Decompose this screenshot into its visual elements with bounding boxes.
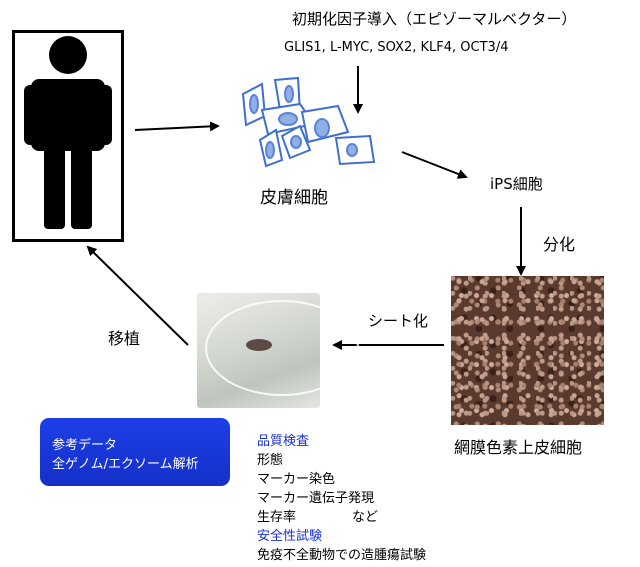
sheet-label: シート化 — [368, 312, 429, 330]
quality-heading: 品質検査 — [257, 434, 310, 449]
reference-title: 参考データ — [52, 438, 118, 453]
arrow-person-to-skin — [134, 121, 220, 132]
factors-title: 初期化因子導入（エピゾーマルベクター） — [292, 10, 577, 28]
cell-sheet-tissue — [246, 339, 272, 351]
arrow-skin-to-ips — [401, 151, 468, 179]
rpe-cells-photo — [451, 276, 604, 425]
skin-cells-label: 皮膚細胞 — [260, 188, 328, 208]
safety-heading: 安全性試験 — [257, 529, 323, 544]
quality-item-survival: 生存率 — [257, 510, 297, 525]
quality-item: マーカー遺伝子発現 — [257, 491, 375, 506]
quality-item: 形態 — [257, 453, 284, 468]
quality-etc: など — [352, 510, 379, 525]
factors-list: GLIS1, L-MYC, SOX2, KLF4, OCT3/4 — [284, 40, 509, 55]
reference-subtitle: 全ゲノム/エクソーム解析 — [52, 457, 199, 472]
person-frame — [12, 30, 124, 242]
skin-cells-icon — [241, 76, 376, 168]
reference-data-box: 参考データ 全ゲノム/エクソーム解析 — [40, 418, 230, 486]
safety-item: 免疫不全動物での造腫瘍試験 — [257, 548, 427, 563]
person-icon — [24, 36, 112, 229]
ips-cells-label: iPS細胞 — [490, 175, 543, 193]
petri-dish-rim — [205, 300, 359, 396]
transplant-label: 移植 — [108, 329, 141, 348]
differentiation-label: 分化 — [543, 235, 576, 254]
quality-item: マーカー染色 — [257, 472, 336, 487]
arrow-sheet-to-person — [86, 245, 189, 346]
rpe-cells-label: 網膜色素上皮細胞 — [454, 438, 583, 457]
